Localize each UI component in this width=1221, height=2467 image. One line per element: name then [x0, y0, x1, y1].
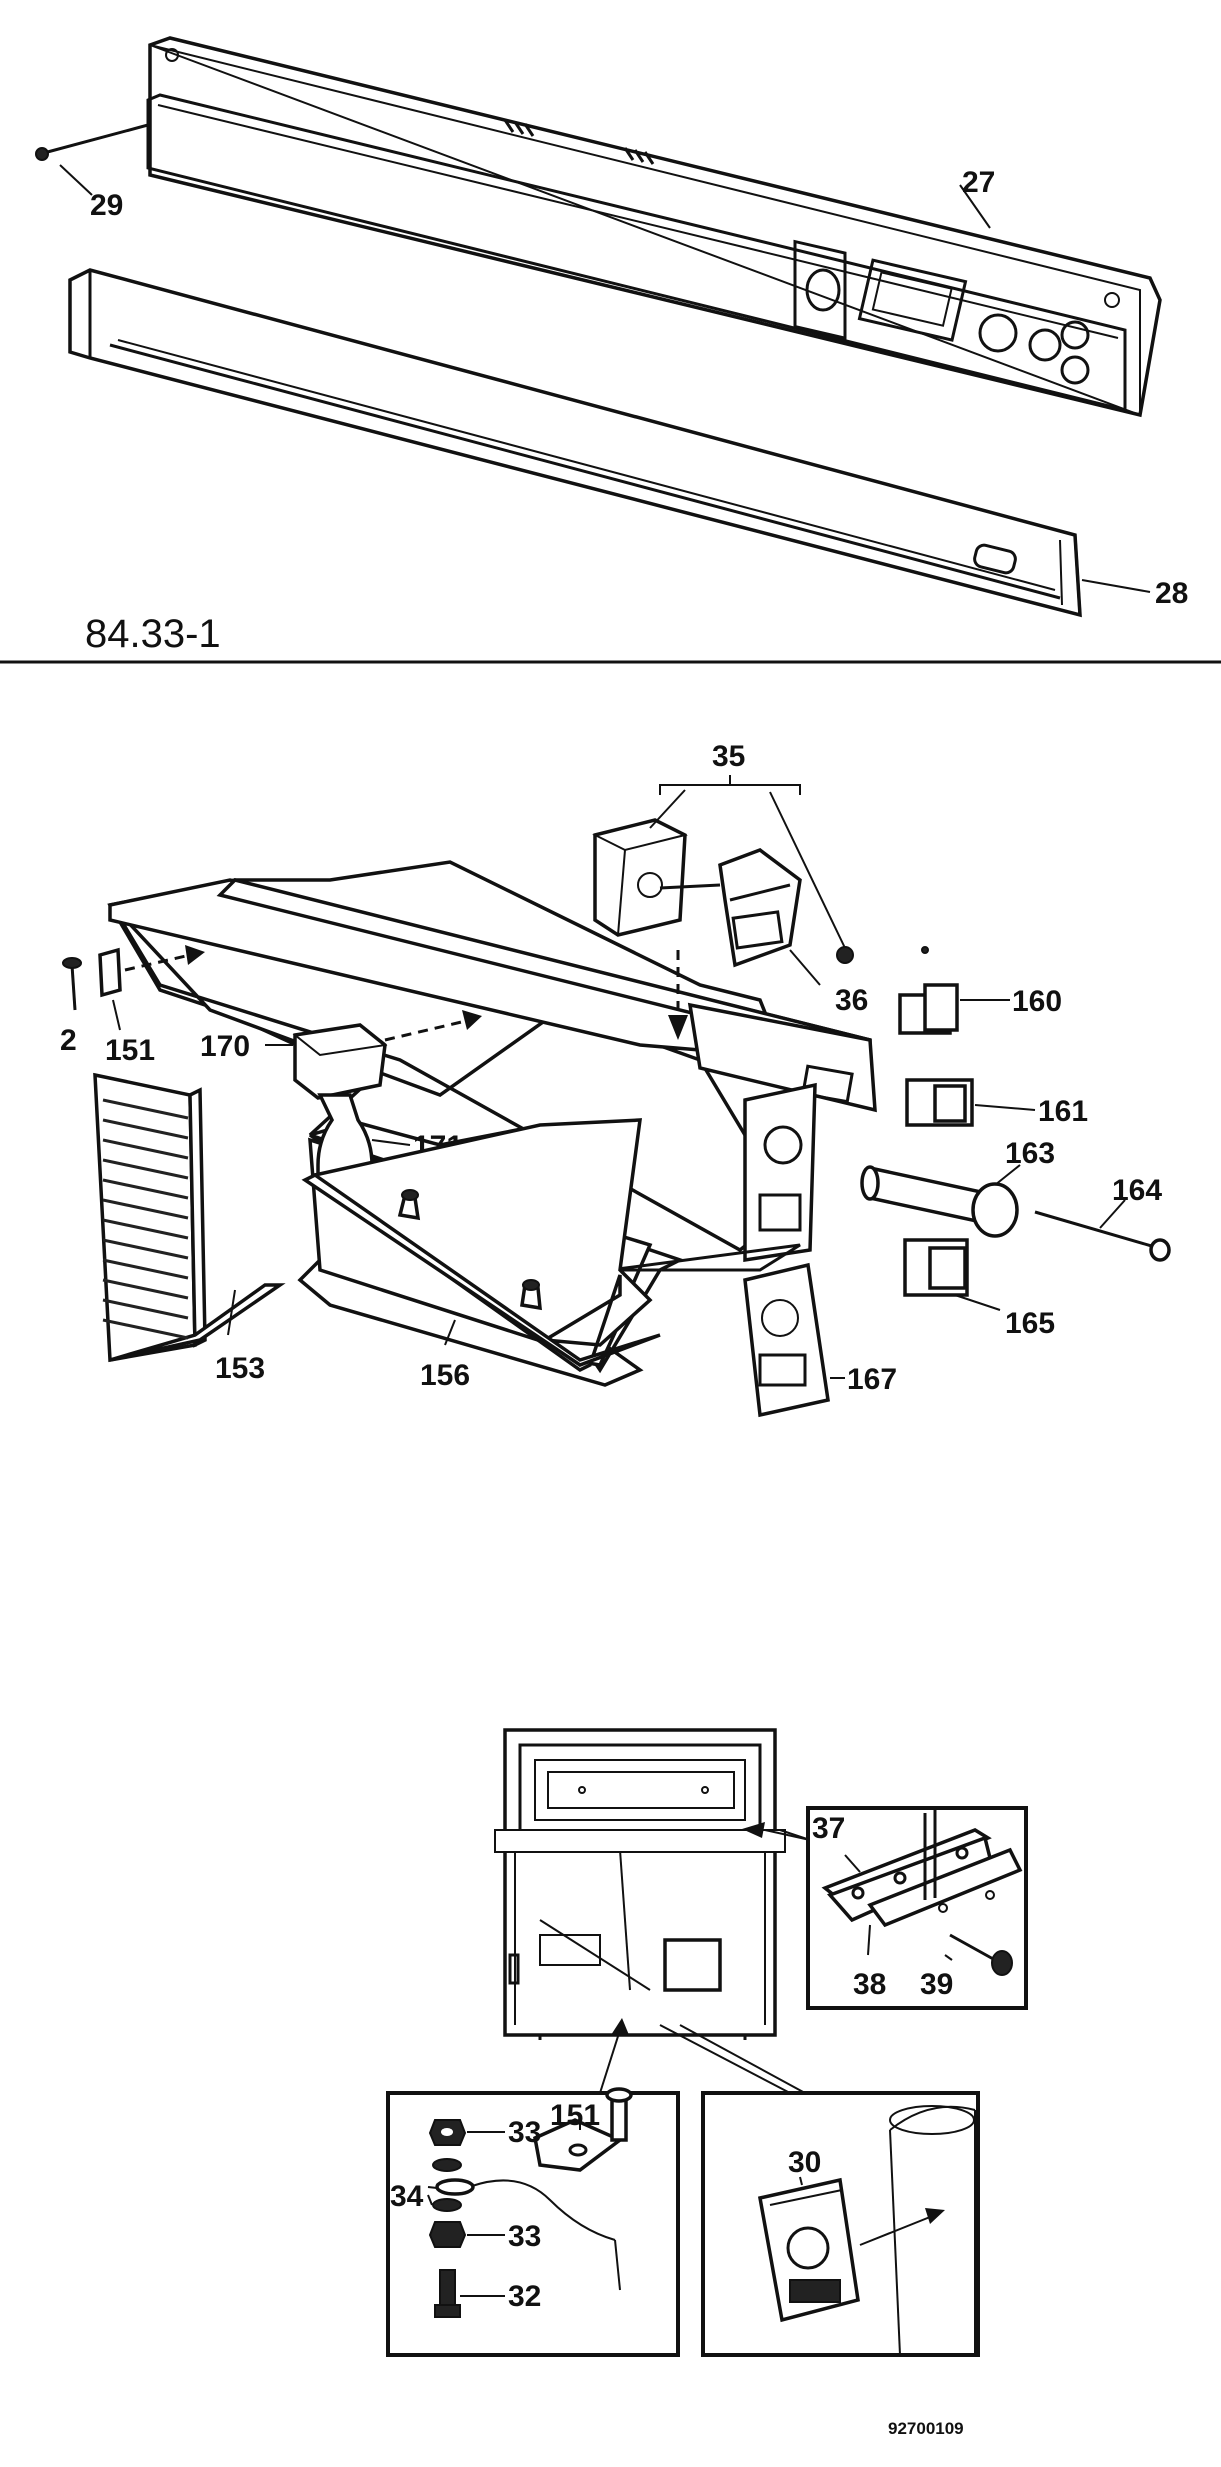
part-label-30: 30	[788, 2146, 821, 2179]
part-label-28: 28	[1155, 577, 1188, 610]
switch-160[interactable]	[898, 946, 959, 1035]
part-label-36: 36	[835, 984, 868, 1017]
rod-164[interactable]	[1034, 1210, 1171, 1262]
part-label-156: 156	[420, 1359, 470, 1392]
side-cover[interactable]	[93, 1072, 286, 1363]
part-label-160: 160	[1012, 985, 1062, 1018]
control-panel-cover[interactable]	[146, 36, 1162, 418]
part-label-39: 39	[920, 1968, 953, 2001]
section-front-panel: 29 27 28 84.33-1	[0, 36, 1221, 664]
part-label-33-bottom: 33	[508, 2220, 541, 2253]
control-label-plate[interactable]	[743, 1262, 830, 1418]
starter-relay-detail-panel	[701, 2091, 980, 2357]
part-label-163: 163	[1005, 1137, 1055, 1170]
part-label-32: 32	[508, 2280, 541, 2313]
part-label-37: 37	[812, 1812, 845, 1845]
diagram-code: 84.33-1	[85, 612, 221, 656]
part-label-33-top: 33	[508, 2116, 541, 2149]
base-plate[interactable]	[301, 1118, 661, 1373]
rocker-switch-161[interactable]	[905, 1078, 974, 1127]
part-label-151-detail: 151	[550, 2099, 600, 2132]
lamp-holder[interactable]	[292, 1010, 482, 1100]
earth-terminal-detail-panel	[386, 2087, 680, 2357]
part-label-164: 164	[1112, 1174, 1162, 1207]
thermostat[interactable]	[592, 818, 721, 937]
part-label-35: 35	[712, 740, 745, 773]
section-fridge-overview: 37 38 39	[386, 1728, 1028, 2438]
panel-frame[interactable]	[68, 268, 1082, 618]
switch-165[interactable]	[903, 1238, 969, 1297]
thermostat-bracket[interactable]	[718, 848, 802, 968]
tube-163[interactable]	[860, 1165, 1019, 1238]
fridge-cabinet	[503, 1728, 777, 2040]
hinge-detail-panel	[806, 1806, 1028, 2010]
part-label-161: 161	[1038, 1095, 1088, 1128]
part-label-170: 170	[200, 1030, 250, 1063]
part-label-165: 165	[1005, 1307, 1055, 1340]
part-label-2: 2	[60, 1024, 77, 1057]
part-label-27: 27	[962, 166, 995, 199]
part-label-38: 38	[853, 1968, 886, 2001]
section-control-chassis: 167 35 36	[60, 740, 1171, 1418]
part-label-151: 151	[105, 1034, 155, 1067]
drawing-number: 92700109	[888, 2419, 964, 2438]
screw-29[interactable]	[35, 123, 149, 161]
thermostat-knob-nut[interactable]	[836, 946, 854, 964]
part-label-34: 34	[390, 2180, 424, 2213]
screw-2[interactable]	[62, 957, 82, 1011]
part-label-29: 29	[90, 189, 123, 222]
part-label-167: 167	[847, 1363, 897, 1396]
wire-clamp-151[interactable]	[98, 947, 122, 998]
part-label-153: 153	[215, 1352, 265, 1385]
